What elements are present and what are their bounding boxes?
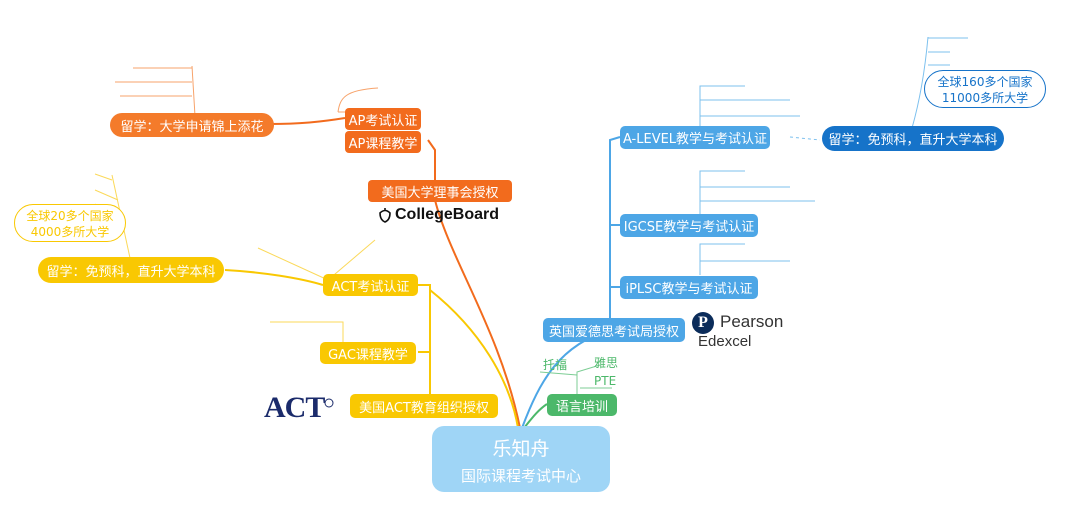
act-logo-text: ACT	[264, 391, 325, 424]
green-thin-lines	[539, 364, 612, 398]
blue-vertical	[609, 136, 621, 330]
collegeboard-logo: CollegeBoard	[377, 206, 499, 224]
pte-label: PTE	[594, 374, 617, 388]
orange-study-node[interactable]: 留学：大学申请锦上添花	[110, 113, 274, 137]
orange-thin-lines	[115, 65, 379, 117]
yellow-bubble: 全球20多个国家 4000多所大学	[14, 204, 126, 242]
language-training-node[interactable]: 语言培训	[547, 394, 617, 416]
toefl-label: 托福	[543, 358, 568, 372]
pearson-logo-text: Pearson	[720, 312, 784, 331]
root-subtitle: 国际课程考试中心	[460, 467, 581, 485]
registered-mark-icon	[324, 398, 334, 408]
blue-main-node[interactable]: 英国爱德思考试局授权	[543, 318, 685, 342]
blue-bubble-line2: 11000多所大学	[941, 91, 1029, 105]
orange-connectors	[269, 117, 521, 429]
edexcel-logo-text: Edexcel	[698, 333, 752, 350]
blue-thin-lines	[699, 36, 968, 275]
green-connectors	[523, 403, 548, 429]
collegeboard-logo-text: CollegeBoard	[395, 206, 500, 223]
root-title: 乐知舟	[492, 438, 550, 460]
yellow-bubble-line2: 4000多所大学	[30, 225, 110, 239]
orange-trunk	[434, 199, 521, 429]
root-node[interactable]: 乐知舟 国际课程考试中心	[432, 426, 610, 492]
ap-course-node[interactable]: AP课程教学	[345, 131, 421, 153]
yellow-to-act	[418, 284, 431, 395]
blue-bubble: 全球160多个国家 11000多所大学	[924, 70, 1046, 108]
act-exam-node[interactable]: ACT考试认证	[323, 274, 418, 296]
iplsc-node[interactable]: iPLSC教学与考试认证	[620, 276, 758, 299]
yellow-main-node[interactable]: 美国ACT教育组织授权	[350, 394, 498, 418]
alevel-node[interactable]: A-LEVEL教学与考试认证	[620, 126, 770, 149]
yellow-bubble-line1: 全球20多个国家	[26, 209, 114, 223]
yellow-connectors	[224, 269, 519, 429]
pearson-edexcel-logo: P Pearson Edexcel	[692, 312, 783, 352]
orange-main-node[interactable]: 美国大学理事会授权	[368, 180, 512, 202]
ap-exam-node[interactable]: AP考试认证	[345, 108, 421, 130]
blue-study-node[interactable]: 留学：免预科，直升大学本科	[822, 126, 1004, 151]
act-logo: ACT	[264, 391, 334, 425]
gac-course-node[interactable]: GAC课程教学	[320, 342, 416, 364]
igcse-node[interactable]: IGCSE教学与考试认证	[620, 214, 758, 237]
act-to-study	[224, 269, 324, 286]
blue-bubble-line1: 全球160多个国家	[937, 75, 1033, 89]
ap-to-study	[269, 117, 346, 125]
yellow-trunk	[429, 289, 519, 429]
yellow-study-node[interactable]: 留学：免预科，直升大学本科	[38, 257, 224, 283]
collegeboard-acorn-icon	[379, 208, 391, 223]
orange-to-ap	[427, 139, 436, 180]
pearson-p-icon: P	[692, 312, 714, 334]
ielts-label: 雅思	[594, 356, 619, 370]
